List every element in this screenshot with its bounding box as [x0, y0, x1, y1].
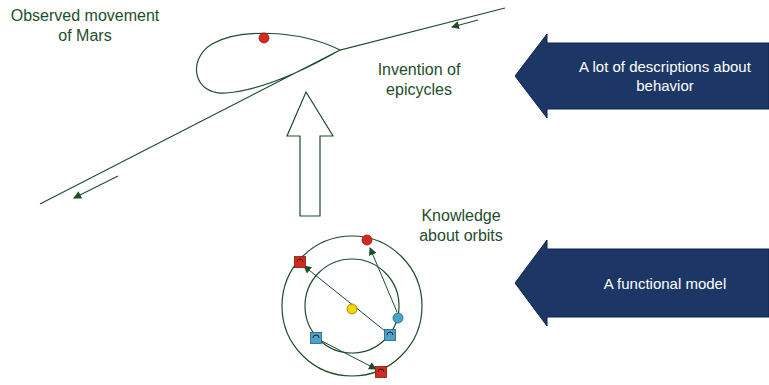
direction-arrow [452, 20, 478, 27]
hollow-arrow [287, 92, 333, 216]
position-marker [295, 257, 306, 268]
arrow-text: A lot of descriptions about behavior [577, 57, 753, 95]
arrow-text: A functional model [577, 274, 753, 293]
inner-orbit [305, 259, 399, 353]
block-arrow-shape [515, 34, 769, 118]
mars-dot [362, 235, 372, 245]
block-arrow: A lot of descriptions about behavior [515, 34, 769, 118]
caption-label: Invention of epicycles [366, 60, 472, 100]
position-marker [385, 330, 396, 341]
mars-dot [259, 33, 269, 43]
earth-dot [393, 313, 403, 323]
sight-arrow [316, 338, 376, 369]
block-arrow: A functional model [515, 240, 769, 326]
sight-arrow [370, 248, 397, 312]
sight-arrow [304, 266, 390, 335]
caption-label: Knowledge about orbits [404, 206, 518, 246]
sun-dot [347, 304, 357, 314]
caption-label: Observed movement of Mars [10, 6, 160, 46]
position-marker [311, 333, 322, 344]
outer-orbit [282, 236, 422, 376]
direction-arrow [74, 176, 118, 198]
position-marker [376, 367, 387, 378]
